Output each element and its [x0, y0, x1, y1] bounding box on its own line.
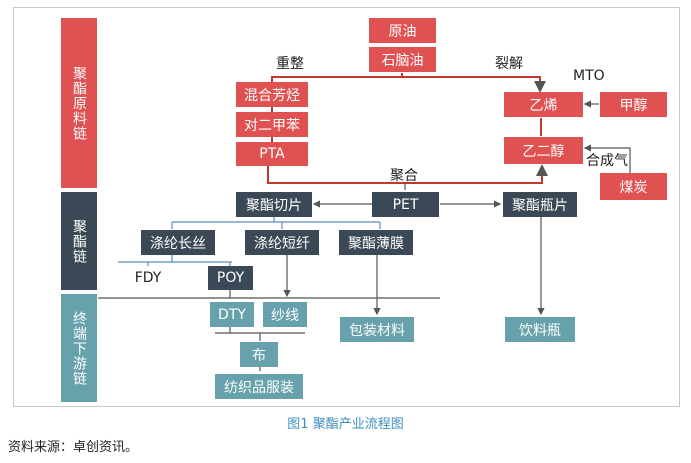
node-yarn: 纱线 — [263, 302, 307, 327]
node-naphtha: 石脑油 — [369, 47, 436, 72]
node-beverage-bottle: 饮料瓶 — [505, 317, 575, 342]
node-fdy: FDY — [125, 266, 171, 290]
node-polyester-staple-fiber: 涤纶短纤 — [245, 230, 319, 255]
node-ethylene-glycol: 乙二醇 — [504, 137, 583, 164]
side-label-polyester-chain: 聚酯链 — [61, 192, 97, 290]
node-methanol: 甲醇 — [600, 92, 667, 117]
label-polymerization: 聚合 — [390, 168, 418, 184]
node-paraxylene: 对二甲苯 — [236, 112, 308, 137]
node-pta: PTA — [236, 142, 308, 166]
label-cracking: 裂解 — [495, 56, 523, 72]
node-polyester-chip: 聚酯切片 — [236, 192, 312, 217]
node-ethylene: 乙烯 — [504, 92, 583, 117]
node-mixed-aromatics: 混合芳烃 — [236, 82, 308, 107]
label-reforming: 重整 — [276, 56, 304, 72]
node-poy: POY — [208, 266, 253, 290]
node-coal: 煤炭 — [600, 173, 667, 200]
node-pet: PET — [372, 192, 439, 217]
node-textile-garments: 纺织品服装 — [215, 374, 303, 399]
side-label-downstream-chain: 终端下游链 — [61, 294, 97, 402]
figure-caption: 图1 聚酯产业流程图 — [287, 417, 404, 432]
node-crude-oil: 原油 — [369, 18, 436, 43]
node-polyester-film: 聚酯薄膜 — [339, 230, 413, 255]
node-cloth: 布 — [240, 342, 278, 367]
node-polyester-filament: 涤纶长丝 — [141, 230, 215, 255]
label-syngas: 合成气 — [586, 153, 628, 169]
side-label-raw-material-chain: 聚酯原料链 — [61, 18, 97, 188]
label-mto: MTO — [573, 68, 605, 84]
node-bottle-chip: 聚酯瓶片 — [503, 192, 577, 217]
node-dty: DTY — [210, 302, 254, 327]
source-note: 资料来源：卓创资讯。 — [8, 440, 139, 455]
node-packaging-material: 包装材料 — [340, 317, 414, 342]
